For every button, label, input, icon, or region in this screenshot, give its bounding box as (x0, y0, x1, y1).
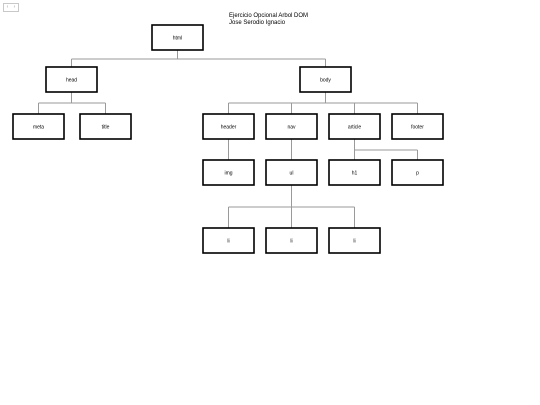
node-label: img (224, 171, 232, 177)
node-box (12, 113, 65, 140)
node-li1: li (202, 227, 255, 254)
node-nav: nav (265, 113, 318, 140)
node-label: footer (411, 125, 424, 131)
node-label: html (173, 36, 182, 42)
node-box (265, 159, 318, 186)
slide-nav-control[interactable]: ‹ › (3, 3, 19, 12)
node-box (202, 113, 255, 140)
node-box (299, 66, 352, 93)
node-label: body (320, 78, 331, 84)
node-box (151, 24, 204, 51)
tree-connectors (38, 50, 418, 228)
node-ul: ul (265, 159, 318, 186)
node-box (79, 113, 132, 140)
node-label: ul (290, 171, 294, 177)
node-header: header (202, 113, 255, 140)
title-line-1: Ejercicio Opcional Arbol DOM (229, 13, 309, 19)
node-box (45, 66, 98, 93)
node-li3: li (328, 227, 381, 254)
node-head: head (45, 66, 98, 93)
node-box (328, 113, 381, 140)
node-box (391, 159, 444, 186)
node-box (391, 113, 444, 140)
node-label: header (221, 125, 237, 131)
node-img: img (202, 159, 255, 186)
diagram-title: Ejercicio Opcional Arbol DOM Jose Serodi… (229, 13, 308, 27)
node-label: head (66, 78, 77, 84)
node-box (265, 113, 318, 140)
node-label: article (348, 125, 362, 131)
node-label: p (416, 171, 419, 177)
node-box (328, 227, 381, 254)
node-html: html (151, 24, 204, 51)
node-label: title (102, 125, 110, 131)
node-box (265, 227, 318, 254)
node-label: li (290, 239, 292, 245)
node-label: li (227, 239, 229, 245)
node-label: nav (287, 125, 296, 131)
prev-arrow-icon[interactable]: ‹ (6, 4, 9, 10)
node-li2: li (265, 227, 318, 254)
node-box (202, 159, 255, 186)
node-label: meta (33, 125, 44, 131)
node-box (328, 159, 381, 186)
next-arrow-icon[interactable]: › (13, 4, 16, 10)
node-article: article (328, 113, 381, 140)
node-meta: meta (12, 113, 65, 140)
node-p: p (391, 159, 444, 186)
node-h1: h1 (328, 159, 381, 186)
author-line: Jose Serodio Ignacio (229, 20, 286, 26)
node-box (202, 227, 255, 254)
tree-nodes: html head body meta title header nav article foo… (12, 24, 444, 254)
node-footer: footer (391, 113, 444, 140)
node-title: title (79, 113, 132, 140)
node-body: body (299, 66, 352, 93)
node-label: li (353, 239, 355, 245)
node-label: h1 (352, 171, 358, 177)
